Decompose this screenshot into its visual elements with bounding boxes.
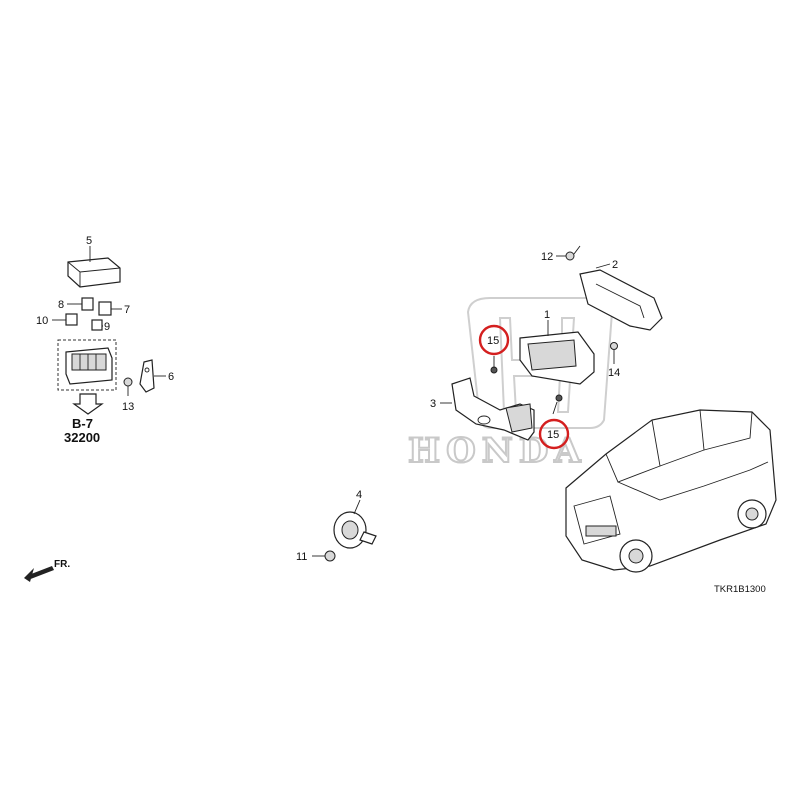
part-3-bracket bbox=[440, 377, 535, 441]
part-10-relay bbox=[65, 313, 78, 326]
callout-13: 13 bbox=[122, 401, 134, 413]
callout-15-right-highlight[interactable]: 15 bbox=[538, 418, 570, 450]
part-4-horn bbox=[333, 499, 377, 549]
callout-11: 11 bbox=[296, 551, 307, 563]
front-direction-arrow-icon bbox=[24, 566, 54, 582]
vehicle-illustration bbox=[565, 409, 777, 573]
diagram-code: TKR1B1300 bbox=[714, 584, 766, 595]
part-1-control-unit bbox=[519, 320, 595, 385]
honda-watermark: HONDA bbox=[407, 297, 614, 472]
callout-14: 14 bbox=[608, 367, 620, 379]
watermark-text: HONDA bbox=[408, 431, 587, 471]
part-15-bolt-left bbox=[490, 356, 498, 374]
callout-12: 12 bbox=[541, 251, 553, 263]
part-15-bolt-right bbox=[552, 394, 563, 415]
part-14-bolt bbox=[610, 342, 618, 364]
callout-5: 5 bbox=[86, 235, 92, 247]
fuse-box-assembly bbox=[57, 339, 117, 391]
part-6-bracket bbox=[139, 359, 166, 393]
part-9-relay bbox=[91, 319, 103, 331]
part-8-relay bbox=[81, 297, 94, 311]
reference-arrow-icon bbox=[72, 393, 104, 415]
part-2-bracket bbox=[579, 263, 663, 331]
callout-2: 2 bbox=[612, 259, 618, 271]
relay-parts bbox=[52, 297, 122, 331]
part-5-cover bbox=[67, 246, 121, 288]
callout-7: 7 bbox=[124, 304, 130, 316]
callout-10: 10 bbox=[36, 315, 48, 327]
callout-4: 4 bbox=[356, 489, 362, 501]
part-7-relay bbox=[98, 301, 112, 316]
callout-15-right: 15 bbox=[547, 429, 559, 441]
reference-part-number: 32200 bbox=[64, 430, 100, 445]
callout-6: 6 bbox=[168, 371, 174, 383]
callout-15-left: 15 bbox=[487, 335, 499, 347]
callout-9: 9 bbox=[104, 321, 110, 333]
part-13-bolt bbox=[123, 377, 133, 396]
callout-8: 8 bbox=[58, 299, 64, 311]
callout-15-left-highlight[interactable]: 15 bbox=[478, 324, 510, 356]
part-11-bolt bbox=[312, 550, 336, 562]
front-direction-label: FR. bbox=[54, 559, 70, 570]
callout-1: 1 bbox=[544, 309, 550, 321]
callout-3: 3 bbox=[430, 398, 436, 410]
reference-section: B-7 bbox=[72, 416, 93, 431]
part-12-nut bbox=[556, 245, 581, 261]
